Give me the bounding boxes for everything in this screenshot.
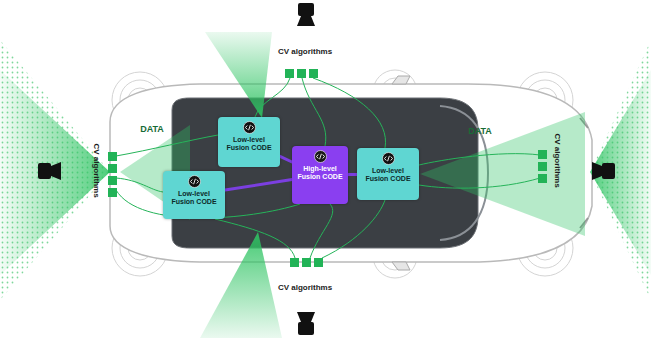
camera-beam bbox=[200, 232, 282, 338]
cv-label: CV algorithms bbox=[278, 283, 332, 292]
fusion-link bbox=[280, 156, 292, 162]
high-level-fusion-box: High-level Fusion CODE bbox=[292, 146, 348, 204]
code-icon bbox=[382, 152, 395, 165]
sensor-range bbox=[590, 40, 651, 300]
cv-label: CV algorithms bbox=[278, 47, 332, 56]
fusion-link bbox=[225, 179, 292, 190]
data-beam bbox=[420, 112, 585, 236]
low-level-fusion-box: Low-level Fusion CODE bbox=[218, 117, 280, 167]
cv-label: CV algorithms bbox=[552, 133, 561, 187]
data-label: DATA bbox=[140, 124, 164, 134]
box-label: Low-level Fusion CODE bbox=[360, 167, 416, 183]
code-icon bbox=[243, 121, 256, 134]
camera-beam bbox=[205, 32, 272, 118]
data-wires bbox=[116, 78, 540, 258]
low-level-fusion-box: Low-level Fusion CODE bbox=[357, 148, 419, 200]
data-label: DATA bbox=[468, 126, 492, 136]
camera-beam bbox=[0, 70, 110, 275]
box-label: Low-level Fusion CODE bbox=[166, 190, 222, 206]
car-body bbox=[110, 84, 592, 262]
cv-label: CV algorithms bbox=[91, 143, 100, 197]
sensor-range bbox=[0, 40, 110, 300]
fusion-link bbox=[348, 173, 357, 176]
code-icon bbox=[188, 175, 201, 188]
box-label: Low-level Fusion CODE bbox=[221, 136, 277, 152]
cv-module bbox=[108, 69, 547, 267]
box-label: High-level Fusion CODE bbox=[295, 165, 345, 181]
camera-beam bbox=[590, 70, 651, 275]
low-level-fusion-box: Low-level Fusion CODE bbox=[163, 171, 225, 219]
code-icon bbox=[314, 150, 327, 163]
camera-icon bbox=[38, 3, 615, 335]
